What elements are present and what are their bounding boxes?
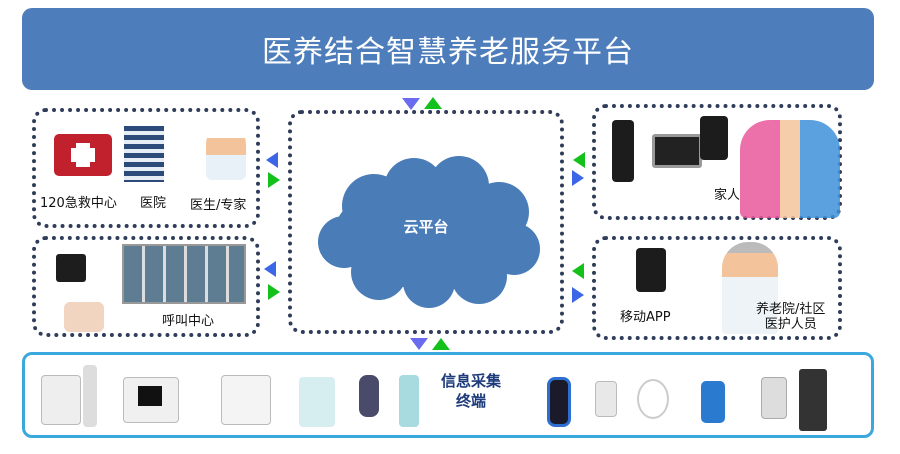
arrow-left-icon: [266, 152, 278, 168]
speaker-icon: [701, 381, 725, 423]
router-icon: [761, 377, 787, 419]
ecg-device-icon: [123, 377, 179, 423]
arrow-up-icon: [432, 338, 450, 350]
cloud-icon: [318, 156, 540, 308]
wireless-dtu-icon: [799, 369, 827, 431]
terminal-label-line2: 终端: [455, 392, 486, 410]
arrow-up-icon: [424, 97, 442, 109]
label-120-center: 120急救中心: [40, 196, 117, 211]
terminal-label: 信息采集 终端: [431, 371, 511, 411]
blood-pressure-monitor-icon: [41, 375, 81, 425]
label-call-center: 呼叫中心: [162, 314, 215, 329]
tablet-icon: [700, 116, 728, 160]
hospital-icon: [124, 126, 164, 182]
tablet-icon: [636, 248, 666, 292]
gateway-icon: [595, 381, 617, 417]
label-doctor: 医生/专家: [190, 198, 247, 213]
first-aid-kit-icon: [54, 134, 112, 176]
sensor-box-icon: [299, 377, 335, 427]
call-center-group: 呼叫中心: [32, 236, 260, 337]
oximeter-icon: [359, 375, 379, 417]
arrow-left-icon: [264, 261, 276, 277]
arrow-down-icon: [410, 338, 428, 350]
family-group: 家人: [592, 104, 842, 220]
nurse-doctor-icon: [722, 242, 778, 334]
terminal-label-line1: 信息采集: [440, 372, 501, 390]
label-hospital: 医院: [140, 196, 167, 211]
arrow-right-icon: [268, 172, 280, 188]
arrow-left-icon: [572, 263, 584, 279]
label-nursing-staff: 养老院/社区 医护人员: [756, 302, 825, 332]
label-line1: 养老院/社区: [756, 302, 826, 317]
cloud-label: 云平台: [403, 218, 449, 236]
family-icon: [740, 120, 840, 218]
arrow-down-icon: [402, 98, 420, 110]
server-icon: [56, 254, 86, 282]
mobile-group: 移动APP 养老院/社区 医护人员: [592, 236, 842, 340]
label-line2: 医护人员: [764, 317, 817, 332]
laptop-icon: [652, 134, 702, 168]
scale-icon: [637, 379, 669, 419]
cloud-group: 云平台: [288, 110, 564, 334]
smart-watch-icon: [547, 377, 571, 427]
phone-icon: [612, 120, 634, 182]
arrow-right-icon: [268, 284, 280, 300]
monitor-wall-icon: [122, 244, 246, 304]
doctor-icon: [206, 124, 246, 180]
label-family: 家人: [714, 188, 741, 203]
pulse-sensor-icon: [83, 365, 97, 427]
page-title: 医养结合智慧养老服务平台: [22, 8, 874, 90]
handheld-device-icon: [399, 375, 419, 427]
arrow-right-icon: [572, 287, 584, 303]
label-mobile-app: 移动APP: [620, 310, 671, 325]
medical-group: 120急救中心 医院 医生/专家: [32, 108, 260, 228]
glucose-meter-icon: [221, 375, 271, 425]
arrow-left-icon: [573, 152, 585, 168]
terminal-group: 信息采集 终端: [22, 352, 874, 438]
operator-icon: [64, 302, 104, 332]
arrow-right-icon: [572, 170, 584, 186]
